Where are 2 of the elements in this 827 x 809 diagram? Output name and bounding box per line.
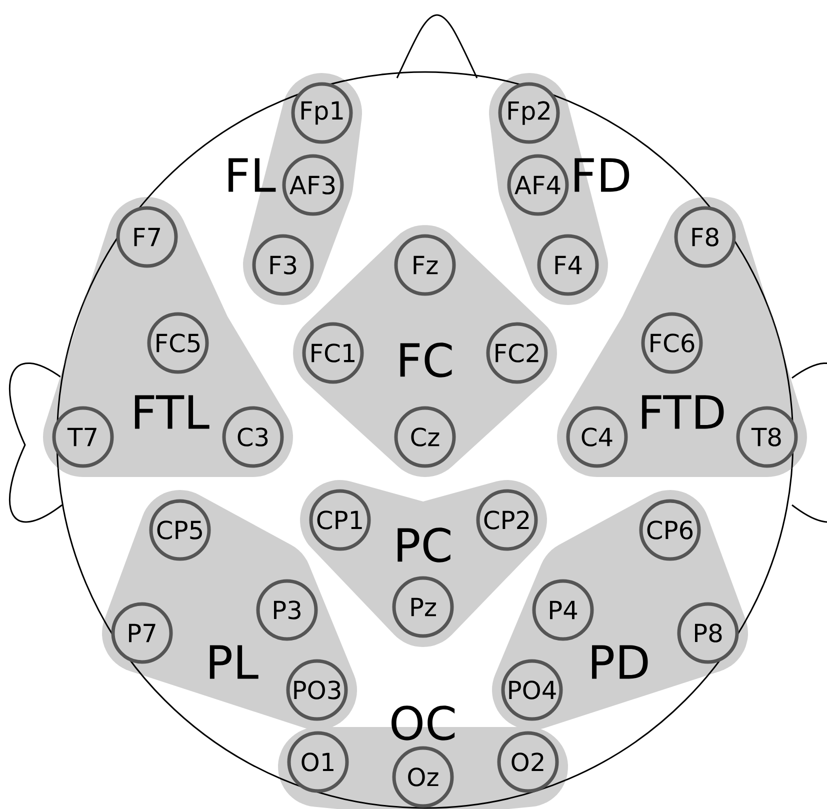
node-label: PC [398,528,450,562]
node-label: T8 [751,428,781,446]
